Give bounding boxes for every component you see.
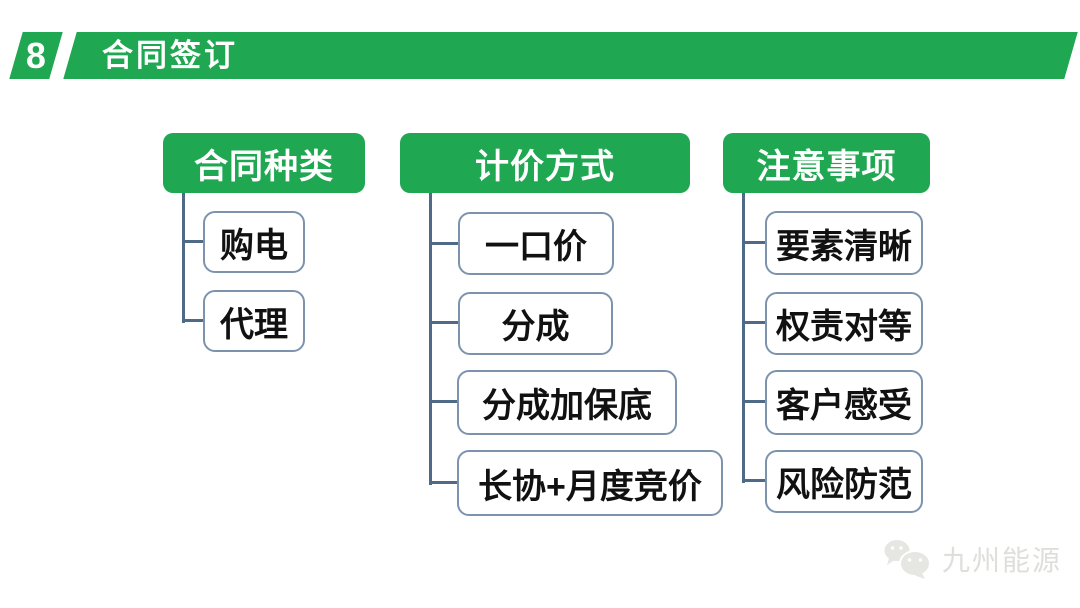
connector-line	[429, 400, 459, 403]
leaf-fixed-price: 一口价	[458, 212, 614, 275]
leaf-clear-elements: 要素清晰	[765, 211, 923, 275]
connector-line	[742, 241, 766, 244]
slide-title: 合同签订	[102, 38, 238, 73]
connector-line	[429, 321, 459, 324]
watermark: 九州能源	[882, 538, 1062, 580]
connector-line	[429, 242, 459, 245]
watermark-brand: 九州能源	[942, 545, 1063, 576]
connector-line	[429, 481, 459, 484]
column-header-precautions: 注意事项	[723, 133, 930, 193]
leaf-sharing-plus-guarantee: 分成加保底	[457, 370, 677, 435]
wechat-icon	[884, 540, 931, 579]
column-header-pricing-methods: 计价方式	[400, 133, 690, 193]
connector-line	[742, 400, 766, 403]
leaf-customer-experience: 客户感受	[765, 370, 923, 435]
leaf-agency: 代理	[203, 290, 305, 352]
slide-number: 8	[25, 34, 47, 76]
leaf-profit-sharing: 分成	[458, 292, 613, 355]
slide-number-chip: 8	[9, 32, 63, 79]
leaf-long-term-plus-monthly-bidding: 长协+月度竞价	[457, 450, 723, 516]
connector-line	[182, 240, 204, 243]
leaf-risk-prevention: 风险防范	[765, 450, 923, 513]
leaf-equal-rights-responsibilities: 权责对等	[765, 292, 923, 355]
connector-line	[742, 193, 745, 483]
connector-line	[742, 479, 766, 482]
leaf-buy-electricity: 购电	[203, 211, 305, 273]
connector-line	[182, 193, 185, 323]
banner-bar: 合同签订	[63, 32, 1078, 79]
connector-line	[182, 319, 204, 322]
connector-line	[742, 321, 766, 324]
column-header-contract-types: 合同种类	[163, 133, 365, 193]
connector-line	[429, 193, 432, 485]
